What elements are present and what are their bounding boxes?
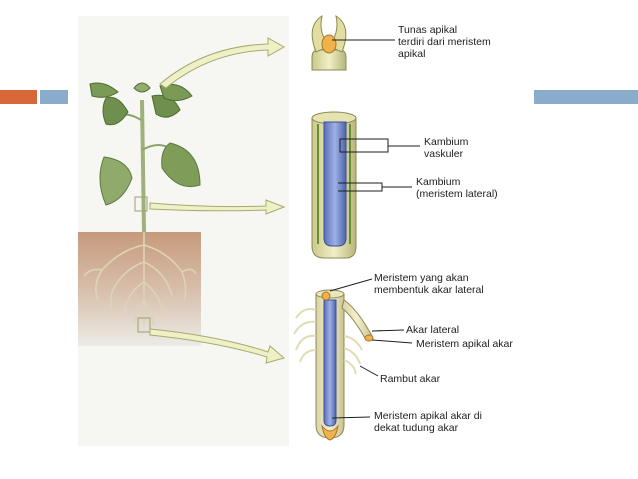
root-apical-meristem (321, 424, 339, 441)
apical-bud-illustration (311, 14, 347, 71)
plant-panel-background (78, 16, 289, 446)
root-system (83, 232, 197, 327)
label-line: apikal (398, 48, 426, 60)
apical-meristem (321, 34, 337, 54)
lateral-root (341, 299, 373, 341)
plant-illustration (78, 16, 289, 446)
label-line: Meristem apikal akar di (374, 410, 482, 422)
label-line: Rambut akar (380, 373, 441, 385)
root-zoom-marker (137, 317, 151, 333)
label-root-apical-meristem: Meristem apikal akar (416, 338, 513, 350)
label-line: dekat tudung akar (374, 422, 459, 434)
label-lateral-root-meristem: Meristem yang akan membentuk akar latera… (374, 272, 484, 296)
label-line: Akar lateral (406, 324, 460, 336)
leaf-upper-left (102, 96, 129, 126)
label-lateral-cambium: Kambium (meristem lateral) (416, 176, 498, 200)
label-line: Kambium (416, 176, 461, 188)
zoom-arrows (149, 37, 286, 364)
label-apical-bud: Tunas apikal terdiri dari meristem apika… (398, 24, 491, 60)
label-line: Tunas apikal (398, 24, 458, 36)
soil-block (78, 232, 201, 346)
label-lateral-root: Akar lateral (406, 324, 459, 336)
root-hairs (293, 308, 363, 375)
label-line: terdiri dari meristem (398, 36, 491, 48)
lateral-root-meristem (321, 291, 331, 301)
stem-section-illustration (311, 111, 357, 259)
label-root-cap-meristem: Meristem apikal akar di dekat tudung aka… (374, 410, 482, 434)
arrow-to-apical-bud (159, 37, 286, 89)
label-line: Meristem apikal akar (416, 338, 513, 350)
label-root-hair: Rambut akar (380, 373, 440, 385)
root-section-illustration (293, 289, 374, 441)
accent-bar-blue-left (40, 90, 68, 104)
leaf-lower-right (161, 142, 201, 188)
accent-bar-blue-right (534, 90, 638, 104)
label-vascular-cambium: Kambium vaskuler (424, 136, 468, 160)
leader-lines (329, 39, 420, 419)
root-vascular-core (323, 299, 337, 427)
stem-zoom-marker (134, 196, 148, 212)
label-line: Meristem yang akan (374, 272, 469, 284)
leaf-lower-left (99, 156, 133, 206)
label-line: vaskuler (424, 148, 464, 160)
label-line: (meristem lateral) (416, 188, 498, 200)
label-line: Kambium (424, 136, 469, 148)
arrow-to-stem-section (149, 199, 286, 215)
accent-bar-orange (0, 90, 37, 104)
vascular-cambium (323, 121, 347, 247)
stem (140, 100, 146, 232)
label-line: membentuk akar lateral (374, 284, 484, 296)
arrow-to-root-section (149, 328, 286, 364)
